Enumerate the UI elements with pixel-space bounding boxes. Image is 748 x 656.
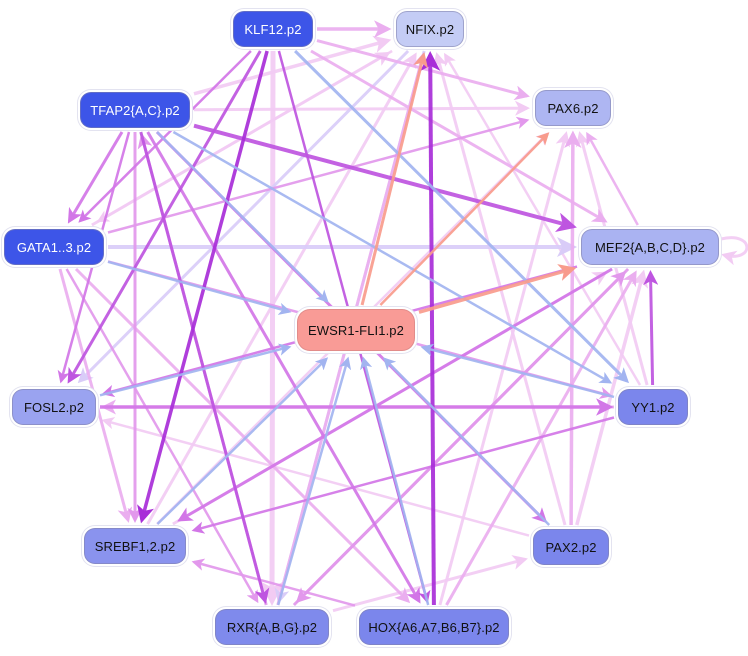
edge-ewsr1-mef2 [418,264,577,314]
node-gata[interactable]: GATA1..3.p2 [4,229,104,265]
edge-klf12-pax6 [316,39,530,101]
edge-hox-pax6 [438,131,571,606]
edge-hox-ewsr1 [360,356,430,606]
node-fosl2[interactable]: FOSL2.p2 [12,389,96,425]
edge-tfap2-yy1 [172,130,613,384]
edge-yy1-ewsr1 [420,343,615,399]
edge-klf12-fosl2 [67,50,262,384]
edge-tfap2-gata [67,131,124,224]
edge-tfap2-mef2 [193,123,577,233]
node-srebf[interactable]: SREBF1,2.p2 [84,528,186,564]
edge-klf12-gata [78,50,252,223]
node-ewsr1[interactable]: EWSR1-FLI1.p2 [297,309,415,351]
node-pax2[interactable]: PAX2.p2 [533,529,609,565]
edge-klf12-rxr [259,50,285,606]
node-yy1[interactable]: YY1.p2 [618,389,688,425]
self-loop-mef2 [720,236,748,266]
edge-klf12-yy1 [294,49,630,384]
edge-rxr-mef2 [292,270,627,607]
edge-yy1-srebf [191,416,615,534]
node-nfix[interactable]: NFIX.p2 [396,11,464,47]
edge-pax2-pax6 [564,130,582,526]
edge-srebf-ewsr1 [156,357,329,525]
edge-hox-nfix [420,51,441,606]
edge-gata-ewsr1 [107,260,292,315]
edge-yy1-mef2 [643,270,659,386]
edge-pax2-fosl2 [101,417,530,537]
edge-rxr-ewsr1 [276,356,352,606]
edge-tfap2-rxr [139,131,270,604]
edge-rxr-pax2 [332,555,528,613]
node-tfap2[interactable]: TFAP2{A,C}.p2 [80,92,190,128]
edge-tfap2-nfix [193,35,392,96]
edge-hox-srebf [191,558,356,607]
edge-mef2-srebf [177,267,613,522]
edge-ewsr1-pax6 [379,132,550,306]
edge-fosl2-ewsr1 [99,343,292,397]
edge-srebf-nfix [146,52,417,525]
edge-tfap2-ewsr1 [156,131,329,303]
node-mef2[interactable]: MEF2{A,B,C,D}.p2 [581,229,719,265]
edge-klf12-mef2 [310,49,608,223]
edge-gata-rxr [65,268,259,604]
edge-hox-mef2 [445,270,637,606]
node-rxr[interactable]: RXR{A,B,G}.p2 [215,609,329,645]
edge-mef2-pax6 [586,131,639,226]
node-klf12[interactable]: KLF12.p2 [233,11,313,47]
edge-tfap2-hox [146,131,421,604]
edge-klf12-srebf [137,50,269,524]
edge-tfap2-pax6 [193,100,530,116]
edge-pax2-ewsr1 [382,357,551,526]
edge-ewsr1-nfix [360,52,429,306]
node-hox[interactable]: HOX{A6,A7,B6,B7}.p2 [359,609,509,645]
edge-gata-pax6 [107,116,530,234]
node-pax6[interactable]: PAX6.p2 [535,90,611,126]
